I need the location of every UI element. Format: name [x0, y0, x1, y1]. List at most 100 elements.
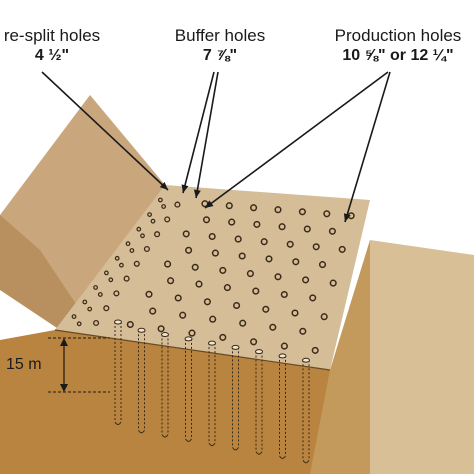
buffer-leader-head [193, 189, 201, 198]
buffer-leader [182, 71, 215, 194]
production-hole [274, 273, 282, 281]
borehole-toe [232, 447, 239, 451]
production-hole [262, 305, 270, 313]
buffer-hole [164, 216, 171, 223]
production-hole [312, 243, 320, 251]
presplit-hole [93, 285, 98, 290]
buffer-hole [123, 275, 130, 282]
lower-bench [370, 240, 474, 474]
borehole-collar [114, 319, 122, 325]
bench-edge [54, 329, 331, 371]
borehole-collar [137, 327, 146, 333]
production-hole [280, 342, 288, 350]
leader-lines [41, 71, 391, 223]
production-hole [299, 327, 307, 335]
presplit-label: re-split holes 4 ½" [0, 26, 122, 66]
production-hole [302, 276, 310, 284]
production-hole [311, 346, 319, 354]
production-hole [250, 338, 258, 346]
borehole-collar [208, 340, 216, 346]
borehole-toe [114, 421, 122, 425]
production-hole [211, 249, 219, 257]
buffer-leader [195, 71, 219, 199]
buffer-hole [93, 319, 100, 327]
presplit-hole [118, 262, 124, 268]
presplit-hole [103, 270, 109, 276]
borehole-sections [114, 319, 310, 464]
production-hole [238, 252, 246, 260]
borehole-toe [255, 451, 263, 455]
production-hole [338, 245, 346, 253]
depth-arrow-up [60, 338, 68, 346]
presplit-hole [136, 226, 142, 232]
borehole-toe [185, 438, 192, 442]
presplit-hole [129, 248, 135, 253]
presplit-hole [82, 299, 88, 305]
production-hole [260, 238, 268, 246]
bench-face [0, 330, 330, 474]
production-hole [252, 287, 260, 295]
presplit-hole [150, 218, 156, 224]
production-hole [202, 216, 211, 224]
borehole-toe [208, 442, 216, 447]
production-hole [233, 301, 241, 310]
borehole-collar [278, 353, 287, 359]
buffer-title: Buffer holes [174, 26, 266, 45]
production-leader [344, 71, 391, 223]
production-hole [157, 325, 165, 333]
borehole-collar [161, 332, 169, 338]
hole-grid [71, 197, 355, 354]
production-hole [274, 206, 282, 214]
production-hole [228, 218, 236, 226]
borehole-toe [138, 430, 145, 434]
presplit-hole [97, 292, 103, 297]
production-hole [223, 284, 231, 292]
production-hole [329, 279, 337, 287]
production-hole [191, 263, 199, 271]
buffer-leader-head [181, 184, 189, 193]
borehole-collar [255, 349, 263, 355]
presplit-hole [161, 204, 167, 209]
production-hole [219, 266, 227, 274]
buffer-hole [174, 201, 181, 208]
production-hole [219, 333, 227, 341]
presplit-hole [125, 241, 131, 247]
production-hole [328, 227, 336, 235]
production-hole [250, 204, 258, 212]
production-hole [185, 246, 193, 254]
presplit-hole [140, 233, 145, 239]
presplit-size: 4 ½" [34, 47, 70, 64]
production-leader-head [343, 213, 351, 222]
presplit-hole [108, 277, 114, 283]
production-hole [208, 232, 216, 241]
production-hole [164, 260, 172, 268]
production-hole [292, 258, 300, 266]
production-hole [269, 323, 277, 331]
production-hole [246, 270, 254, 278]
presplit-hole [157, 197, 163, 203]
production-hole [280, 290, 288, 299]
production-hole [309, 294, 317, 302]
production-hole [188, 329, 196, 337]
production-hole [145, 290, 153, 298]
borehole-collar [184, 336, 193, 342]
presplit-hole [76, 321, 82, 327]
production-hole [320, 313, 328, 321]
buffer-hole [143, 245, 150, 253]
presplit-hole [147, 212, 153, 218]
production-hole [239, 319, 247, 327]
buffer-hole [113, 290, 120, 297]
production-hole [126, 320, 134, 329]
presplit-hole [71, 314, 77, 320]
buffer-hole [154, 231, 161, 238]
production-leader-head [205, 200, 214, 208]
production-size: 10 ⅝" or 12 ¼" [342, 47, 454, 64]
production-hole [298, 208, 306, 216]
production-hole [303, 225, 311, 233]
depth-arrow-down [60, 384, 68, 392]
borehole-toe [161, 434, 169, 438]
presplit-hole [114, 255, 120, 261]
production-hole [209, 315, 217, 323]
